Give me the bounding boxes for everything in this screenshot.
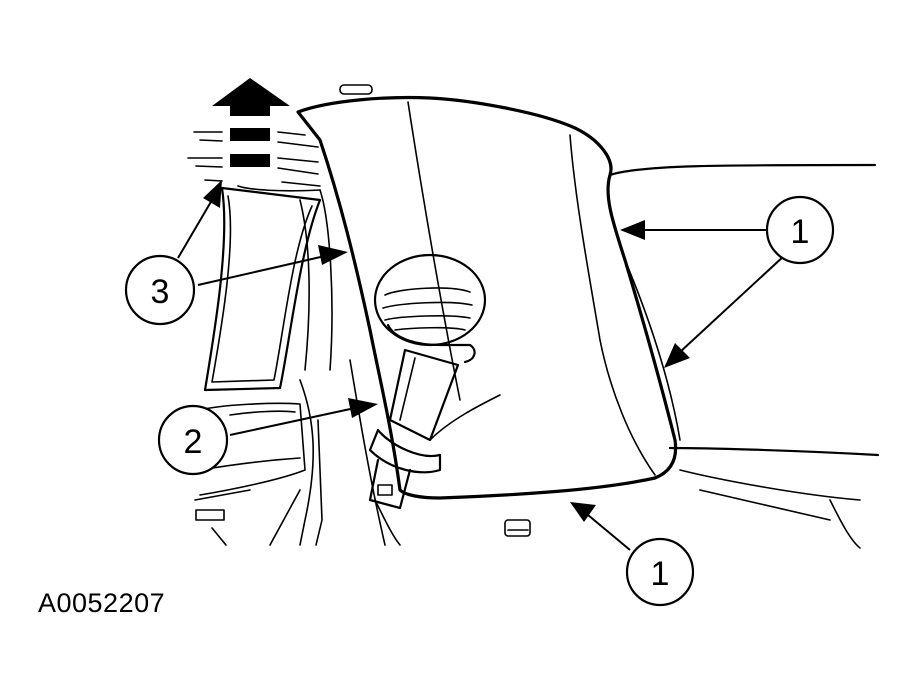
callout-label: 1	[791, 213, 810, 251]
callout-1-bottom: 1	[625, 537, 695, 607]
roof-headliner	[608, 163, 880, 549]
leader-lines	[177, 180, 786, 551]
seat-belt-strap	[349, 348, 460, 546]
pillar-trim-panel	[296, 95, 678, 500]
trim-clip	[504, 519, 531, 537]
figure-id: A0052207	[38, 588, 166, 618]
callout-1-top: 1	[765, 195, 835, 265]
motion-lines	[187, 131, 321, 187]
callout-label: 1	[651, 555, 670, 593]
callout-label: 3	[151, 273, 170, 311]
callout-3: 3	[124, 254, 196, 326]
callout-label: 2	[184, 423, 203, 461]
up-arrow-icon	[212, 78, 290, 167]
ceiling-light	[339, 84, 373, 95]
callout-2: 2	[157, 404, 229, 476]
seat-belt-guide	[373, 253, 487, 364]
door-frame	[194, 185, 333, 546]
